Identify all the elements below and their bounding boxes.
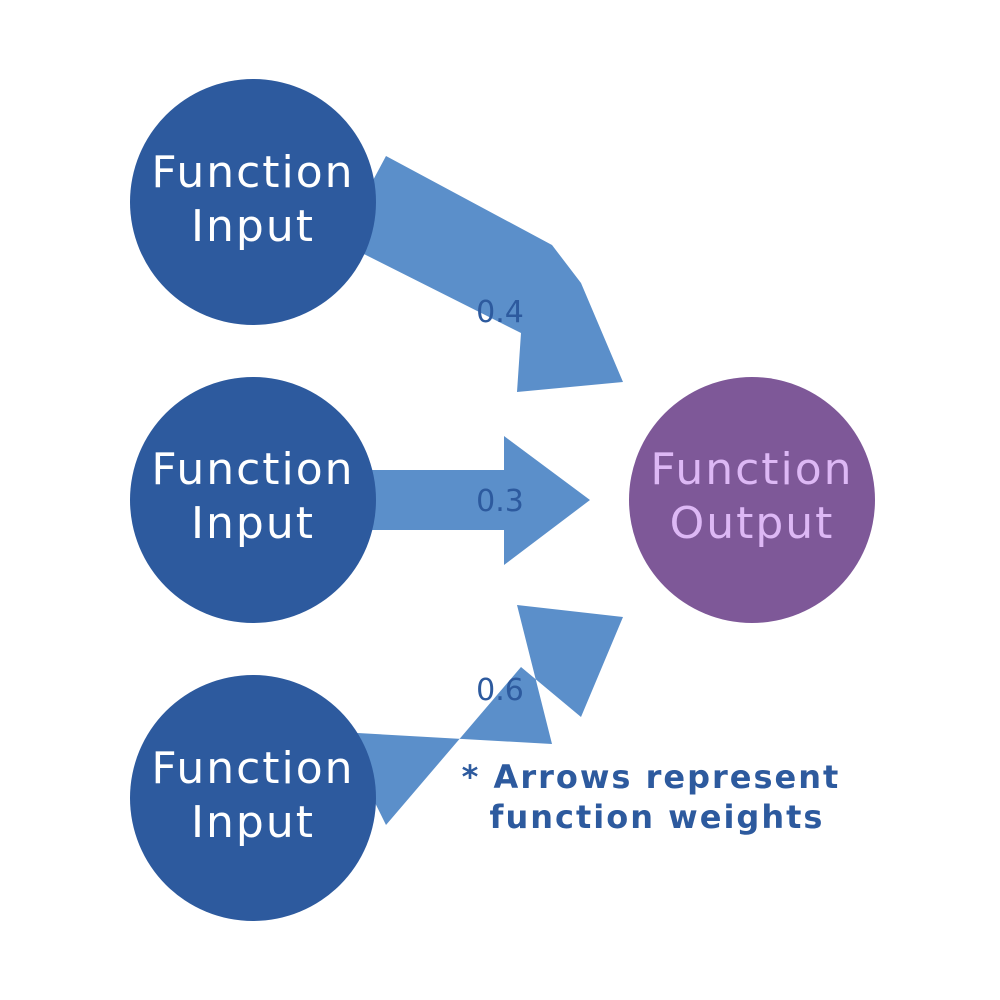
input-node-3: Function Input [130,675,376,921]
weight-arrow-bottom [340,605,623,825]
weight-label-top: 0.4 [476,295,524,330]
footnote-line2: function weights [490,798,825,836]
output-node-line1: Function [650,444,853,495]
weight-label-middle: 0.3 [476,484,524,519]
input-node-2-line2: Input [191,498,315,549]
weight-arrow-middle [340,436,590,565]
input-node-3-line1: Function [151,743,354,794]
output-node-line2: Output [670,498,835,549]
weight-arrow-top [340,156,623,392]
input-node-2: Function Input [130,377,376,623]
input-node-1-line2: Input [191,201,315,252]
input-node-1: Function Input [130,79,376,325]
footnote-line1: * Arrows represent [462,758,841,796]
input-node-2-line1: Function [151,444,354,495]
weight-label-bottom: 0.6 [476,673,524,708]
output-node: Function Output [629,377,875,623]
input-node-1-line1: Function [151,147,354,198]
input-node-3-line2: Input [191,797,315,848]
